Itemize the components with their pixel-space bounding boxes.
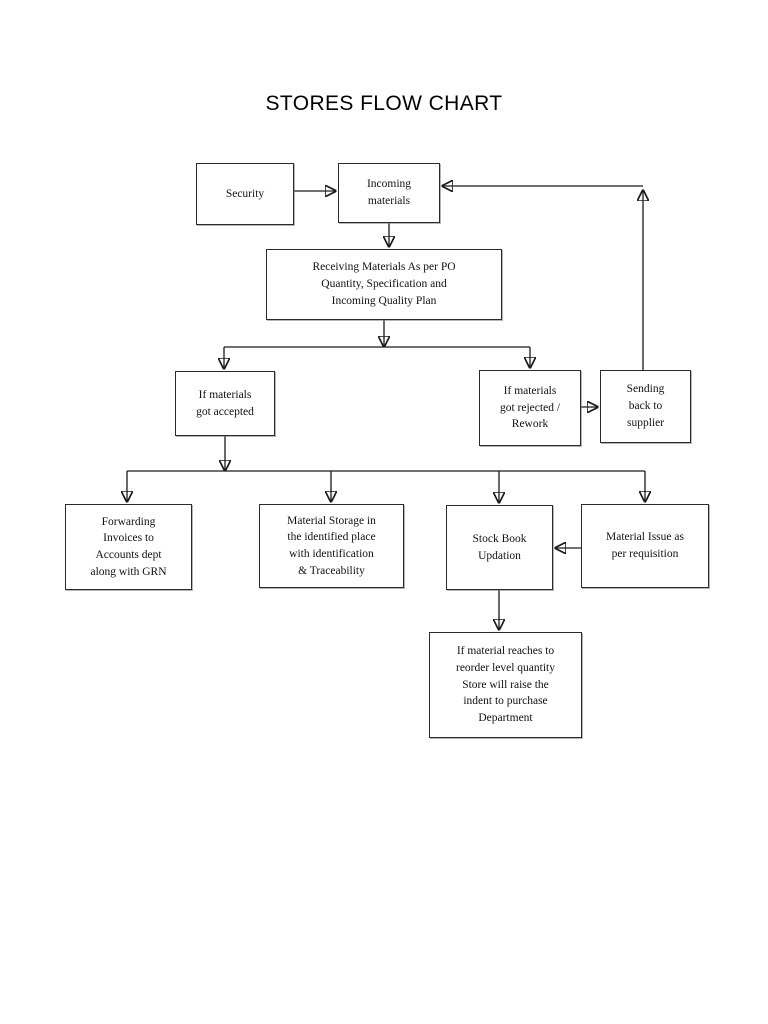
node-incoming-materials-label: Incoming materials [366, 178, 412, 207]
node-receiving-materials[interactable]: Receiving Materials As per PO Quantity, … [266, 249, 502, 320]
node-forwarding-invoices[interactable]: Forwarding Invoices to Accounts dept alo… [65, 504, 192, 590]
node-sending-back-to-supplier[interactable]: Sending back to supplier [600, 370, 691, 443]
node-stock-book-updation[interactable]: Stock Book Updation [446, 505, 553, 590]
node-materials-accepted[interactable]: If materials got accepted [175, 371, 275, 436]
node-reorder-level-indent[interactable]: If material reaches to reorder level qua… [429, 632, 582, 738]
node-materials-rejected-label: If materials got rejected / Rework [499, 384, 561, 431]
node-material-storage[interactable]: Material Storage in the identified place… [259, 504, 404, 588]
page-title: STORES FLOW CHART [265, 92, 503, 115]
node-receiving-materials-label: Receiving Materials As per PO Quantity, … [312, 261, 456, 307]
node-materials-rejected[interactable]: If materials got rejected / Rework [479, 370, 581, 446]
node-incoming-materials[interactable]: Incoming materials [338, 163, 440, 223]
node-security-label: Security [225, 187, 265, 200]
node-material-issue[interactable]: Material Issue as per requisition [581, 504, 709, 588]
node-reorder-level-indent-label: If material reaches to reorder level qua… [456, 645, 555, 724]
node-stock-book-updation-label: Stock Book Updation [472, 532, 527, 562]
node-forwarding-invoices-label: Forwarding Invoices to Accounts dept alo… [90, 515, 167, 578]
node-security[interactable]: Security [196, 163, 294, 225]
node-materials-accepted-label: If materials got accepted [196, 388, 254, 418]
node-material-storage-label: Material Storage in the identified place… [287, 514, 376, 577]
node-material-issue-label: Material Issue as per requisition [606, 531, 684, 560]
node-sending-back-to-supplier-label: Sending back to supplier [626, 383, 665, 429]
